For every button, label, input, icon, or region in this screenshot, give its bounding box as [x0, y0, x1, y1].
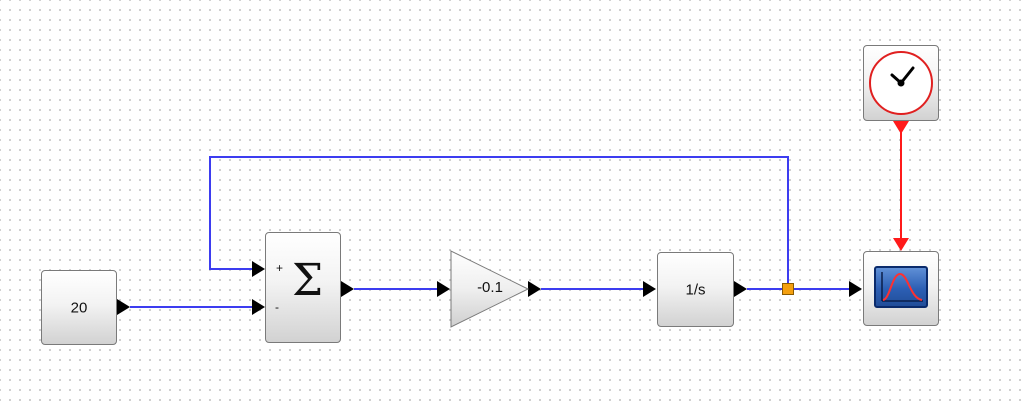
constant-output-port[interactable]: [117, 299, 130, 315]
scope-plot-icon: [881, 272, 923, 302]
integrator-output-port[interactable]: [734, 281, 747, 297]
link-feedback-to-sum-plus[interactable]: [209, 156, 789, 289]
scope-event-input-port[interactable]: [893, 238, 909, 251]
split-point[interactable]: [782, 283, 794, 295]
sigma-symbol: Σ: [292, 255, 324, 306]
gain-value: -0.1: [477, 279, 503, 296]
clock-block[interactable]: [863, 45, 939, 121]
integrator-expression: 1/s: [685, 281, 706, 298]
sum-input-port-minus[interactable]: [252, 299, 265, 315]
sum-minus-sign: -: [275, 300, 279, 314]
gain-input-port[interactable]: [437, 281, 450, 297]
clock-event-output-port[interactable]: [893, 121, 909, 134]
clock-icon: [869, 51, 933, 115]
constant-value: 20: [70, 299, 88, 316]
gain-block[interactable]: [450, 250, 530, 328]
gain-output-port[interactable]: [528, 281, 541, 297]
sum-plus-sign: +: [276, 261, 284, 275]
sum-output-port[interactable]: [341, 281, 354, 297]
scope-screen: [874, 266, 928, 308]
sum-block[interactable]: + - Σ: [265, 232, 341, 343]
sum-input-port-plus[interactable]: [252, 261, 265, 277]
constant-block[interactable]: 20: [41, 270, 117, 345]
scope-input-port[interactable]: [849, 281, 862, 297]
scope-block[interactable]: [863, 251, 939, 326]
integrator-input-port[interactable]: [643, 281, 656, 297]
integrator-block[interactable]: 1/s: [657, 252, 734, 327]
